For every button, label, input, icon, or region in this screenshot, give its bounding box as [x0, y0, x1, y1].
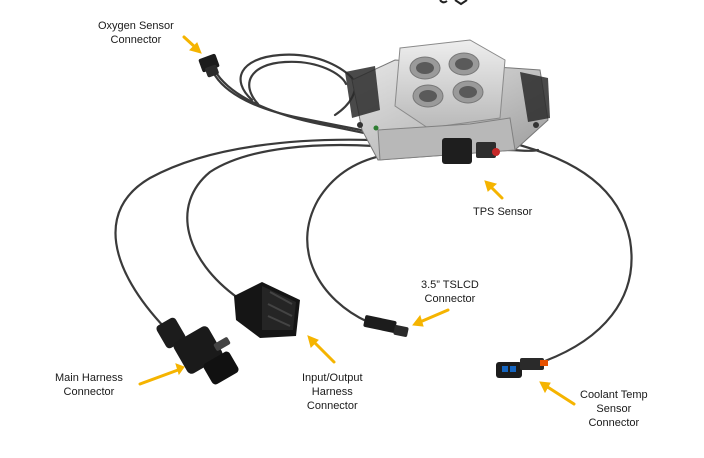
coolant-temp-label-line3: Connector: [588, 417, 640, 429]
tps-sensor-label: TPS Sensor: [473, 205, 532, 219]
coolant-temp-label: Coolant Temp Sensor Connector: [580, 388, 648, 430]
arrow-tps: [484, 180, 504, 200]
arrow-io-harness: [307, 335, 336, 364]
wire-main-harness: [114, 138, 374, 330]
arrow-coolant: [539, 381, 576, 406]
tslcd-label-line1: 3.5” TSLCD: [421, 279, 479, 291]
tslcd-label-line2: Connector: [424, 293, 476, 305]
main-harness-label-line1: Main Harness: [55, 372, 123, 384]
main-harness-label-line2: Connector: [63, 386, 115, 398]
arrow-tslcd: [412, 308, 450, 327]
wire-oxygen-a: [211, 70, 374, 134]
wire-coolant: [506, 140, 633, 363]
coolant-temp-label-line1: Coolant Temp: [580, 389, 648, 401]
arrow-main-harness: [138, 363, 185, 386]
tslcd-label: 3.5” TSLCD Connector: [421, 278, 479, 306]
coolant-temp-label-line2: Sensor: [596, 403, 632, 415]
oxygen-sensor-label: Oxygen Sensor Connector: [98, 19, 174, 47]
tslcd-connector-part: [363, 315, 409, 337]
wire-oxygen-b: [215, 72, 380, 138]
io-harness-connector-part: [234, 282, 300, 338]
coolant-connector-part: [496, 358, 548, 378]
oxygen-sensor-label-line1: Oxygen Sensor: [98, 20, 174, 32]
oxygen-sensor-connector-part: [198, 53, 220, 78]
title-remnant: [439, 0, 468, 6]
io-harness-label: Input/Output Harness Connector: [302, 371, 363, 413]
tps-sensor-label-line1: TPS Sensor: [473, 206, 533, 218]
tps-sensor-part: [442, 138, 472, 164]
io-harness-label-line2: Harness: [311, 386, 353, 398]
wire-tslcd: [306, 153, 387, 324]
callout-arrows: [138, 35, 576, 406]
throttle-body: [345, 39, 550, 164]
wire-harness: [114, 53, 633, 363]
main-harness-connector-part: [156, 317, 239, 385]
io-harness-label-line3: Connector: [306, 400, 358, 412]
io-harness-label-line1: Input/Output: [302, 372, 363, 384]
main-harness-label: Main Harness Connector: [55, 371, 123, 399]
wire-io-harness: [186, 143, 376, 300]
oxygen-sensor-label-line2: Connector: [110, 34, 162, 46]
arrow-oxygen: [182, 35, 202, 54]
wire-oxygen-loop-b: [248, 60, 348, 106]
